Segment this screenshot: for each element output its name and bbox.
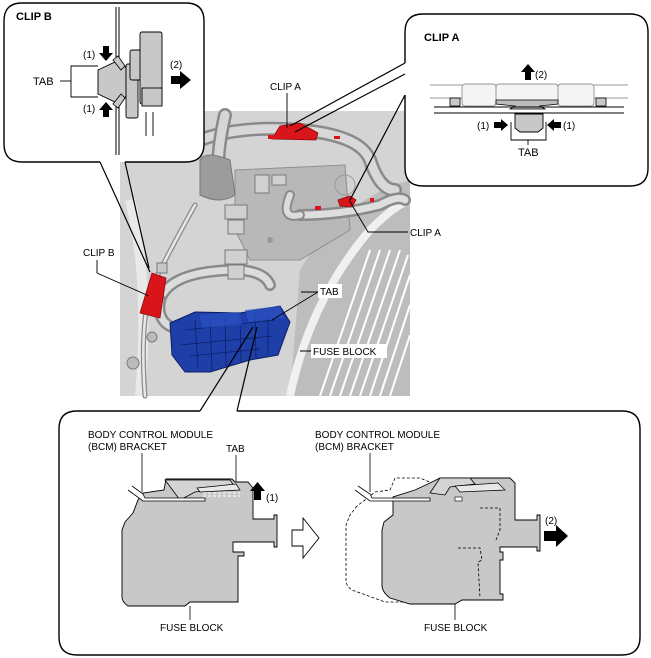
fuse-block-callout: BODY CONTROL MODULE (BCM) BRACKET TAB (1… <box>58 326 641 656</box>
clip-a-step1-left-label: (1) <box>477 121 489 132</box>
clip-b-callout: CLIP B TAB (1) (1) (2) <box>3 2 205 273</box>
fuse-block <box>169 305 291 373</box>
fuse-block-label: FUSE BLOCK <box>313 347 377 358</box>
clip-b-tab-label: TAB <box>33 76 54 88</box>
clip-a-step2-label: (2) <box>535 70 547 81</box>
main-photo-labels: CLIP A CLIP A CLIP B TAB FUSE BLOCK <box>83 82 441 358</box>
arrow-left-icon <box>547 119 561 131</box>
clip-b <box>139 262 168 319</box>
before-fuse-block-label: FUSE BLOCK <box>160 623 224 634</box>
clip-a-step1-right-label: (1) <box>563 121 575 132</box>
clip-a-top-label: CLIP A <box>270 82 301 93</box>
bolts <box>126 331 158 370</box>
after-bracket-label-line1: BODY CONTROL MODULE <box>315 430 440 441</box>
arrow-down-icon <box>99 46 113 61</box>
clip-a-callout-title: CLIP A <box>424 32 460 44</box>
arrow-right-icon <box>544 525 568 547</box>
clip-a-tab-label: TAB <box>518 147 539 159</box>
arrow-up-icon <box>521 64 535 80</box>
main-photo <box>120 108 412 399</box>
transition-arrow-icon <box>291 516 320 560</box>
arrow-right-icon <box>171 71 191 89</box>
clip-b-callout-title: CLIP B <box>16 11 52 23</box>
before-step1-label: (1) <box>266 493 278 504</box>
after-step2-label: (2) <box>545 516 557 527</box>
fuse-block-after: BODY CONTROL MODULE (BCM) BRACKET (2) FU… <box>315 430 568 634</box>
arrow-up-icon <box>250 482 265 500</box>
before-tab-label: TAB <box>226 444 245 455</box>
clip-b-step1-bottom-label: (1) <box>83 104 95 115</box>
clip-b-step1-top-label: (1) <box>83 50 95 61</box>
clip-a-callout: CLIP A TAB (1) (1) (2) <box>289 13 649 201</box>
arrow-up-icon <box>99 102 113 117</box>
clip-b-label: CLIP B <box>83 248 115 259</box>
after-bracket-label-line2: (BCM) BRACKET <box>315 442 394 453</box>
clip-a-right-label: CLIP A <box>410 228 441 239</box>
harness-connectors <box>224 174 287 280</box>
before-bracket-label-line1: BODY CONTROL MODULE <box>88 430 213 441</box>
arrow-right-icon <box>494 119 508 131</box>
before-bracket-label-line2: (BCM) BRACKET <box>88 442 167 453</box>
clip-b-step2-label: (2) <box>170 60 182 71</box>
grille <box>319 249 411 397</box>
tab-label: TAB <box>320 287 339 298</box>
fuse-block-before: BODY CONTROL MODULE (BCM) BRACKET TAB (1… <box>88 430 278 634</box>
after-fuse-block-label: FUSE BLOCK <box>424 623 488 634</box>
